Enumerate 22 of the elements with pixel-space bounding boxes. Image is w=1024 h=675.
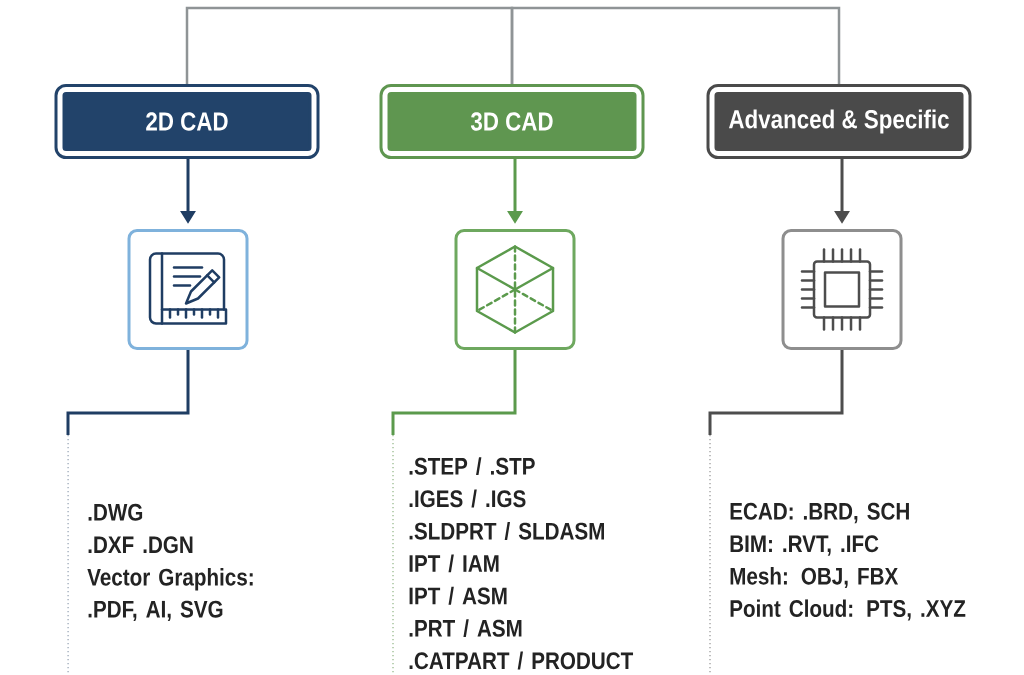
list-item: .PRT / ASM — [409, 619, 522, 638]
list-item: .CATPART / PRODUCT — [409, 651, 633, 670]
header-box: 2D CAD — [54, 84, 320, 159]
list-item: .DXF .DGN — [88, 536, 193, 554]
list-item: .SLDPRT / SLDASM — [409, 522, 604, 540]
header-box: Advanced & Specific — [706, 84, 972, 159]
list-item: IPT / ASM — [409, 586, 507, 605]
list-item: ECAD: .BRD, SCH — [730, 502, 909, 524]
connector-line — [510, 6, 841, 84]
connector-line — [391, 350, 517, 435]
header-box: 3D CAD — [379, 84, 645, 159]
list-item: Point Cloud: PTS, .XYZ — [730, 599, 966, 621]
connector-line — [66, 350, 190, 435]
list-item: BIM: .RVT, .IFC — [730, 535, 879, 556]
list-item: Mesh: OBJ, FBX — [730, 567, 899, 589]
list-item: .DWG — [88, 503, 143, 521]
list-item: IPT / IAM — [409, 554, 499, 573]
list-item: Vector Graphics: .PDF, AI, SVG — [87, 568, 253, 622]
connector-line — [185, 6, 514, 84]
list-item: .IGES / .IGS — [409, 489, 526, 508]
list-item: .STEP / .STP — [409, 457, 535, 476]
connector-line — [708, 350, 844, 435]
